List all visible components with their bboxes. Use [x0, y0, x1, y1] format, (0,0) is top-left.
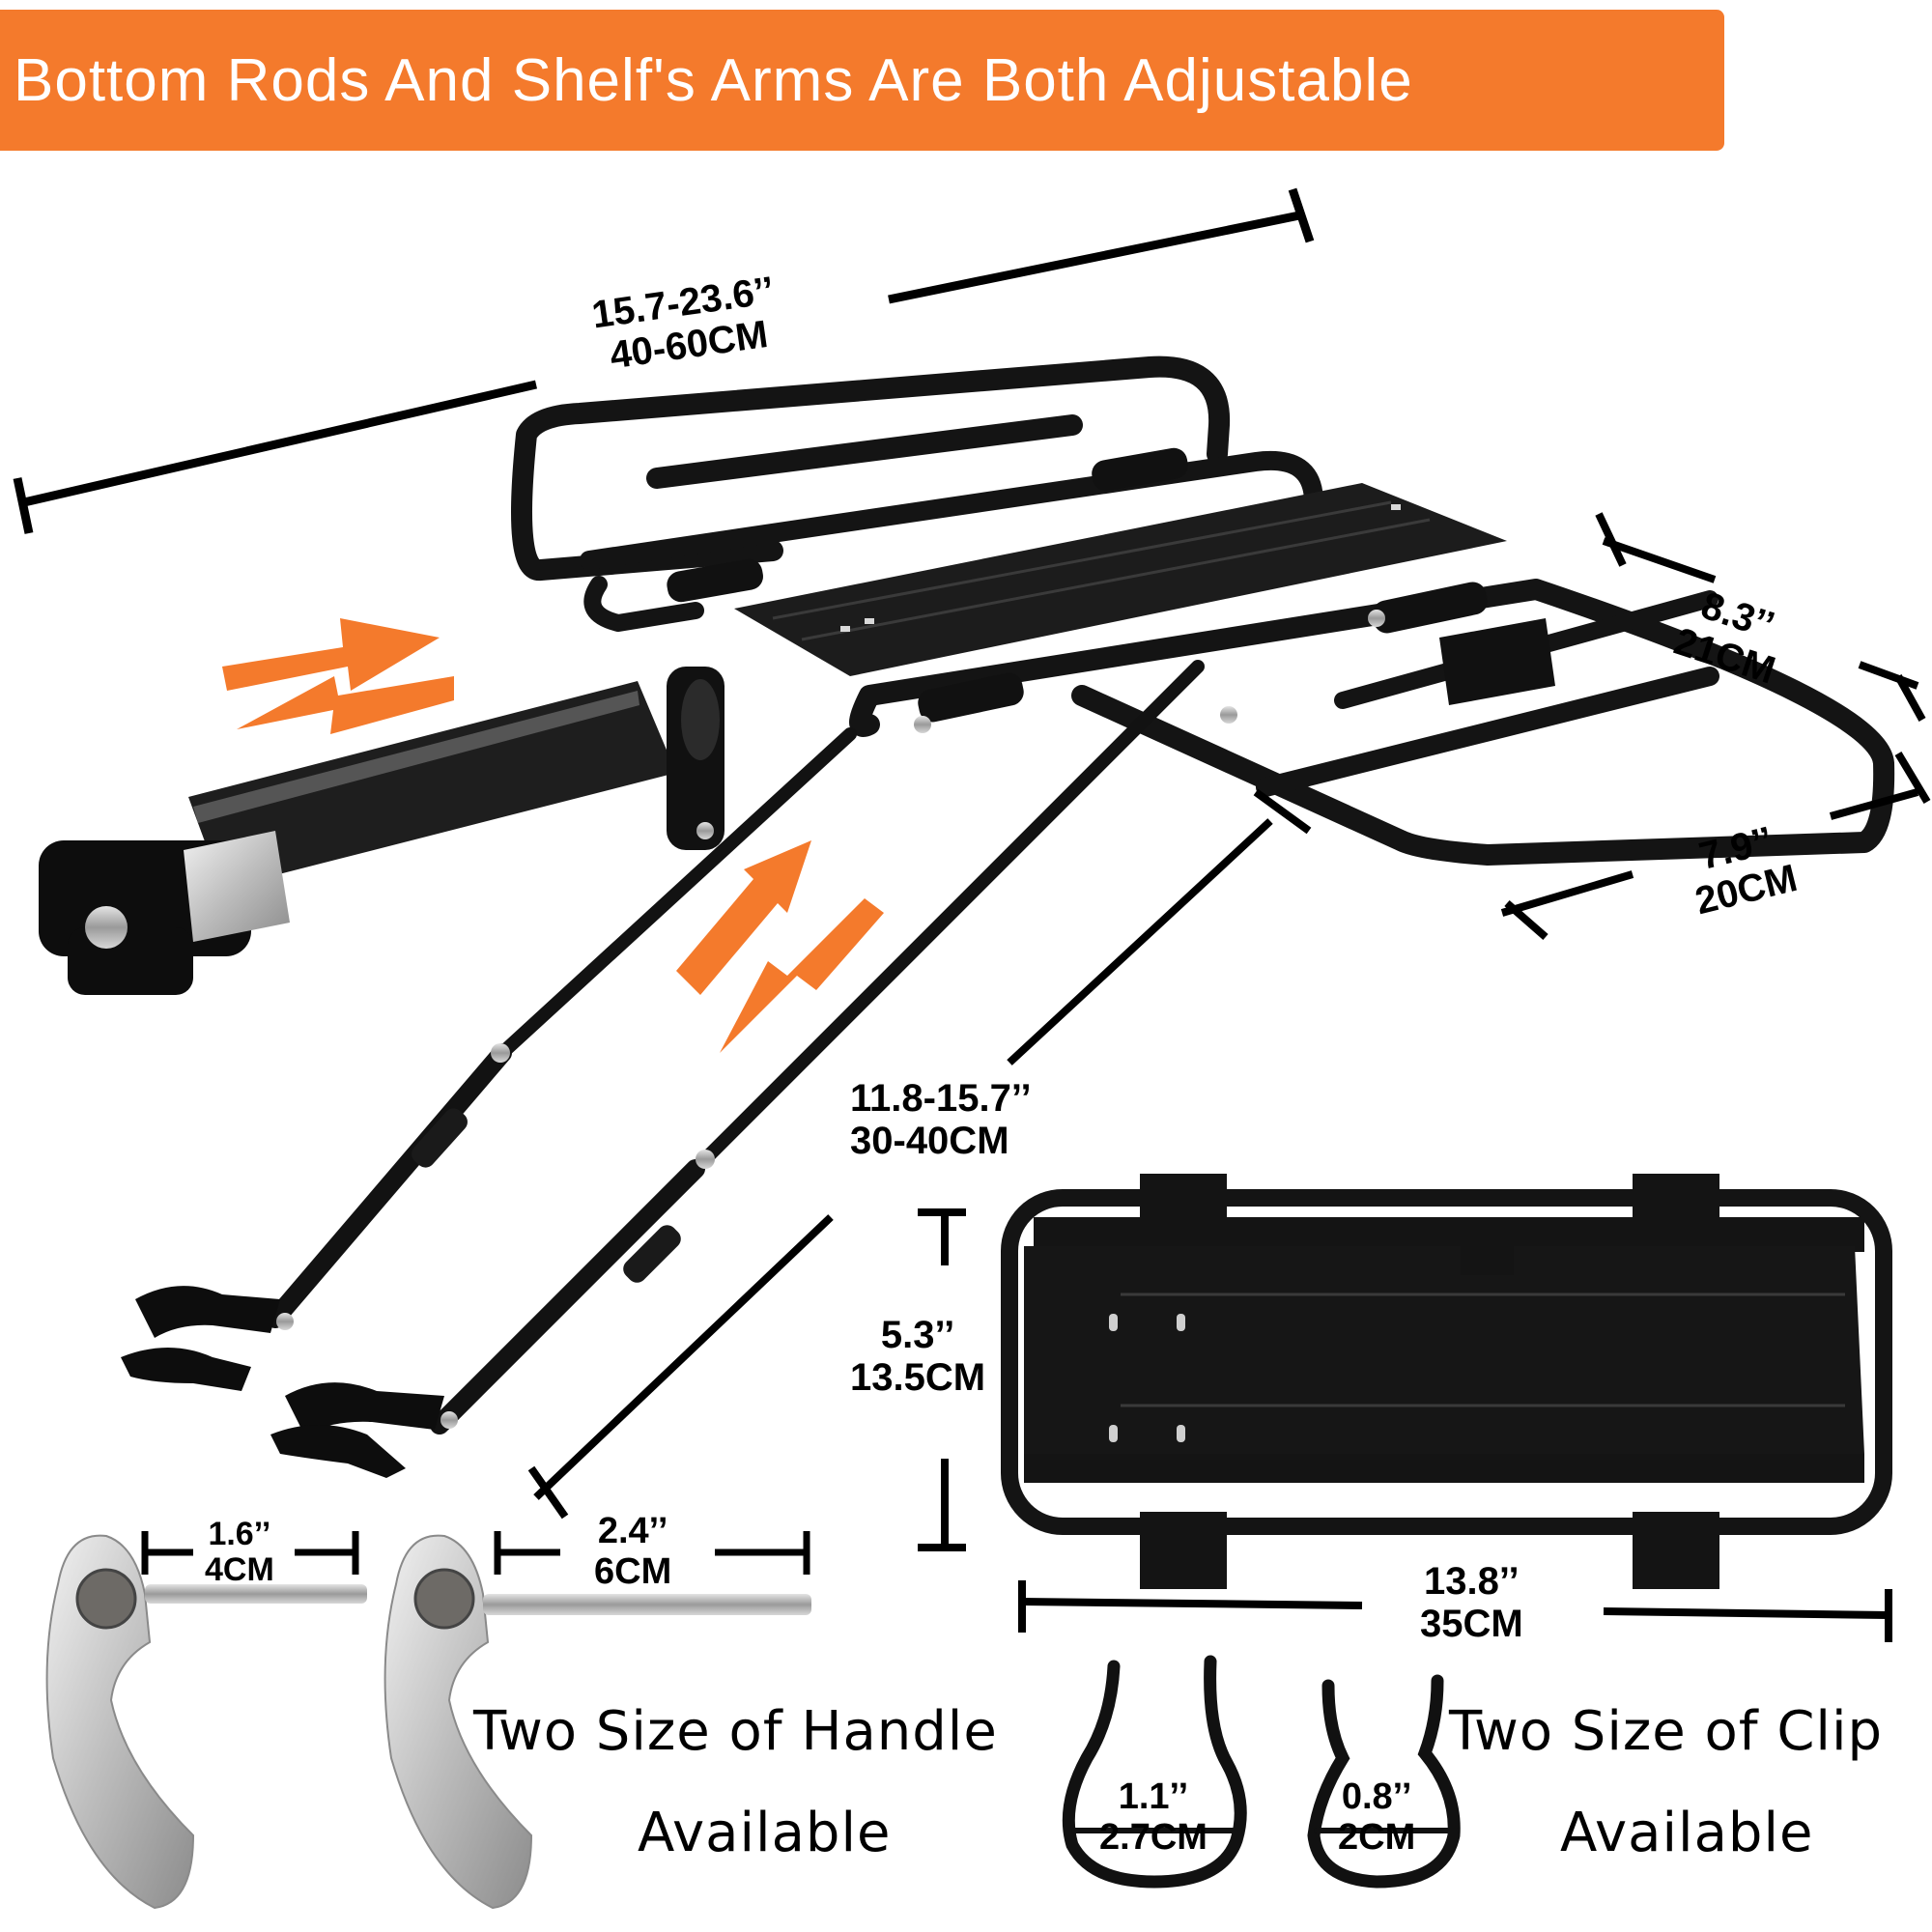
shelf-length-label: 13.8’’ 35CM: [1420, 1560, 1523, 1645]
shelf-width-dimension-line: [918, 1208, 966, 1551]
shelf-top-view: [1001, 1174, 1892, 1589]
adjust-arrows-vertical: [676, 840, 884, 1053]
arm-depth-dimension-line: [1500, 751, 1931, 941]
handle-small-dimension-line: [141, 1531, 359, 1575]
handle-caption-line2: Available: [638, 1802, 892, 1864]
rod-length-dimension-line: [527, 788, 1312, 1520]
rod-length-label: 11.8-15.7’’ 30-40CM: [850, 1077, 1032, 1162]
adjust-arrows-horizontal: [222, 618, 454, 734]
handle-small-label: 1.6’’ 4CM: [205, 1516, 274, 1589]
handle-large-image: [384, 1534, 811, 1910]
rack-frame: [511, 355, 1895, 866]
clip-large-label: 1.1’’ 2.7CM: [1099, 1776, 1208, 1858]
handle-large-dimension-line: [494, 1531, 810, 1575]
clip-small-label: 0.8’’ 2CM: [1338, 1776, 1416, 1858]
clip-caption-line1: Two Size of Clip: [1449, 1700, 1884, 1763]
handle-caption-line1: Two Size of Handle: [473, 1700, 998, 1763]
handle-small-image: [45, 1534, 367, 1910]
support-rods: [266, 660, 1205, 1435]
banner-title: Bottom Rods And Shelf's Arms Are Both Ad…: [14, 46, 1413, 114]
seatpost-mount: [39, 667, 724, 995]
length-dimension-line: [13, 187, 1315, 534]
clip-large-image: [1062, 1655, 1247, 1889]
handle-large-label: 2.4’’ 6CM: [594, 1511, 672, 1592]
clip-caption-line2: Available: [1560, 1802, 1814, 1864]
shelf-length-dimension-line: [1018, 1580, 1892, 1642]
clip-small-image: [1307, 1674, 1461, 1889]
shelf-width-label: 5.3’’ 13.5CM: [850, 1314, 986, 1399]
header-banner: Bottom Rods And Shelf's Arms Are Both Ad…: [0, 10, 1724, 151]
arm-width-dimension-line: [1595, 512, 1926, 722]
